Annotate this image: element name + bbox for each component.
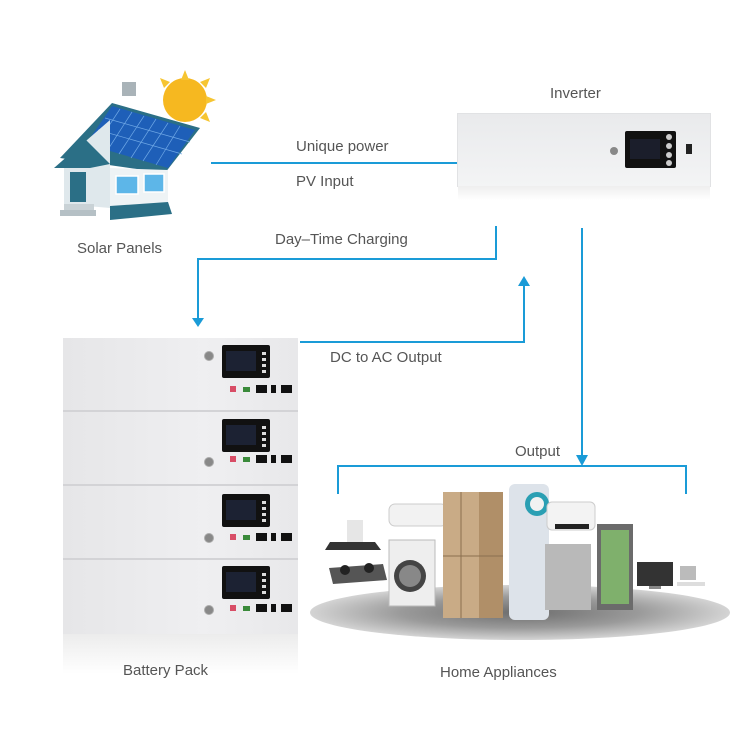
battery-display xyxy=(222,345,270,378)
day-time-charging-label: Day–Time Charging xyxy=(275,231,408,248)
arrow-up-to-inverter xyxy=(518,276,530,286)
battery-port-icon xyxy=(271,455,276,463)
dc-to-ac-wire xyxy=(300,285,525,343)
battery-port-icon xyxy=(271,604,276,612)
inverter-lcd xyxy=(630,139,660,159)
battery-port-icon xyxy=(256,533,267,541)
inverter-button xyxy=(666,143,672,149)
battery-shadow xyxy=(63,634,298,674)
air-conditioner-icon xyxy=(388,503,448,527)
range-hood-icon xyxy=(325,520,381,550)
battery-port-icon xyxy=(281,533,292,541)
refrigerator-icon xyxy=(443,492,503,618)
battery-port-icon xyxy=(281,385,292,393)
battery-breaker-icon xyxy=(230,456,236,462)
battery-port-icon xyxy=(271,385,276,393)
inverter-shadow xyxy=(458,186,710,200)
battery-port-icon xyxy=(256,455,267,463)
battery-port-icon xyxy=(271,533,276,541)
beverage-fridge-icon xyxy=(597,524,633,610)
solar-house-icon xyxy=(54,70,216,220)
water-heater-icon xyxy=(546,501,596,531)
battery-display xyxy=(222,419,270,452)
battery-switch-icon xyxy=(204,533,214,543)
tv-icon xyxy=(637,562,673,589)
solar-panels-label: Solar Panels xyxy=(77,240,163,257)
washing-machine-icon xyxy=(388,539,436,607)
inverter-button xyxy=(666,152,672,158)
home-appliances-label: Home Appliances xyxy=(440,664,557,681)
battery-port-icon xyxy=(281,604,292,612)
battery-port-icon xyxy=(256,604,267,612)
output-bus-wire xyxy=(337,465,687,494)
inverter-display xyxy=(625,131,676,168)
arrow-down-to-appliances xyxy=(576,455,588,466)
battery-terminal-icon xyxy=(243,457,250,462)
battery-module xyxy=(63,412,298,486)
battery-module xyxy=(63,560,298,636)
battery-switch-icon xyxy=(204,605,214,615)
pv-input-label: PV Input xyxy=(296,173,354,190)
battery-port-icon xyxy=(281,455,292,463)
battery-pack xyxy=(63,338,298,674)
battery-module xyxy=(63,486,298,560)
gas-stove-icon xyxy=(329,563,387,584)
battery-switch-icon xyxy=(204,351,214,361)
inverter-switch-icon xyxy=(610,147,618,155)
top-load-washer-icon xyxy=(545,544,591,610)
unique-power-label: Unique power xyxy=(296,138,389,155)
battery-port-icon xyxy=(256,385,267,393)
battery-breaker-icon xyxy=(230,386,236,392)
battery-pack-label: Battery Pack xyxy=(123,662,209,679)
battery-switch-icon xyxy=(204,457,214,467)
inverter-button xyxy=(666,160,672,166)
dc-to-ac-output-label: DC to AC Output xyxy=(330,349,442,366)
computer-icon xyxy=(677,566,705,586)
day-time-charging-wire xyxy=(197,226,497,318)
battery-module xyxy=(63,338,298,412)
inverter-port-icon xyxy=(686,144,692,154)
inverter-button xyxy=(666,134,672,140)
battery-breaker-icon xyxy=(230,605,236,611)
battery-breaker-icon xyxy=(230,534,236,540)
home-appliances-group xyxy=(325,484,705,620)
air-purifier-icon xyxy=(509,484,549,620)
inverter-label: Inverter xyxy=(550,85,601,102)
battery-terminal-icon xyxy=(243,606,250,611)
battery-display xyxy=(222,566,270,599)
sun-icon xyxy=(160,70,216,122)
battery-display xyxy=(222,494,270,527)
battery-terminal-icon xyxy=(243,387,250,392)
output-label: Output xyxy=(515,443,561,460)
arrow-down-to-battery xyxy=(192,318,204,327)
battery-terminal-icon xyxy=(243,535,250,540)
inverter-unit xyxy=(457,113,711,200)
